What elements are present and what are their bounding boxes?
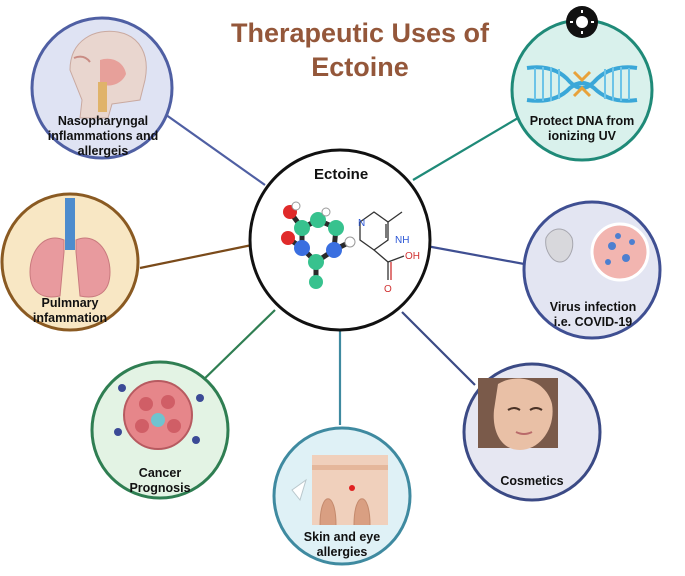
head-anatomy-illustration xyxy=(69,30,147,119)
atom-n: N xyxy=(358,218,365,229)
label-cancer-line1: Cancer xyxy=(138,466,182,480)
label-dna-line1: Protect DNA from xyxy=(529,114,635,128)
label-virus-line2: i.e. COVID-19 xyxy=(553,315,633,329)
connector-dna xyxy=(412,117,519,181)
tumor-cells-illustration xyxy=(114,380,204,450)
node-dna xyxy=(510,6,654,162)
ball-and-stick-molecule xyxy=(281,201,356,289)
label-nasopharyngal: Nasopharyngal inflammations and allergei… xyxy=(42,114,164,159)
lungs-illustration xyxy=(29,198,111,298)
node-pulmonary xyxy=(0,192,140,332)
label-skin: Skin and eye allergies xyxy=(292,530,392,560)
page-title: Therapeutic Uses of Ectoine xyxy=(200,16,520,84)
label-pulmonary: Pulmnary infammation xyxy=(18,296,122,326)
label-nasopharyngal-line2: inflammations and xyxy=(47,129,159,143)
page-title-line1: Therapeutic Uses of xyxy=(230,18,490,48)
atom-nh: NH xyxy=(395,235,409,246)
virus-illustration xyxy=(545,222,650,282)
face-illustration xyxy=(478,378,558,450)
atom-oh: OH xyxy=(405,251,420,262)
dna-strand-illustration xyxy=(526,65,638,103)
uv-sun-icon xyxy=(566,6,598,38)
connector-nasopharyngal xyxy=(161,111,266,186)
label-nasopharyngal-line1: Nasopharyngal xyxy=(57,114,149,128)
node-nasopharyngal xyxy=(30,16,174,160)
label-virus: Virus infection i.e. COVID-19 xyxy=(540,300,646,330)
label-cancer: Cancer Prognosis xyxy=(110,466,210,496)
page-title-line2: Ectoine xyxy=(311,52,409,82)
label-skin-line1: Skin and eye xyxy=(303,530,381,544)
skin-layers-illustration xyxy=(291,455,388,526)
skeletal-formula xyxy=(359,211,405,280)
connector-cosmetics xyxy=(401,311,476,386)
connector-virus xyxy=(420,243,536,268)
node-virus xyxy=(522,200,662,340)
label-virus-line1: Virus infection xyxy=(549,300,637,314)
connectors xyxy=(139,111,536,425)
connector-pulmonary xyxy=(139,243,253,270)
label-dna-line2: ionizing UV xyxy=(547,129,617,143)
labels: N NH OH O xyxy=(358,218,420,295)
label-dna: Protect DNA from ionizing UV xyxy=(522,114,642,144)
label-cosmetics: Cosmetics xyxy=(484,474,580,489)
atom-o: O xyxy=(384,284,392,295)
node-ectoine-center xyxy=(248,148,432,332)
connector-cancer xyxy=(197,309,276,386)
node-cancer xyxy=(90,360,230,500)
label-pulmonary-line2: infammation xyxy=(32,311,108,325)
ectoine-label: Ectoine xyxy=(314,166,369,183)
label-nasopharyngal-line3: allergeis xyxy=(77,144,129,158)
node-skin xyxy=(272,426,412,566)
label-cancer-line2: Prognosis xyxy=(129,481,191,495)
node-cosmetics xyxy=(462,362,602,502)
label-skin-line2: allergies xyxy=(316,545,368,559)
label-cosmetics-line1: Cosmetics xyxy=(500,474,564,488)
label-pulmonary-line1: Pulmnary xyxy=(41,296,99,310)
